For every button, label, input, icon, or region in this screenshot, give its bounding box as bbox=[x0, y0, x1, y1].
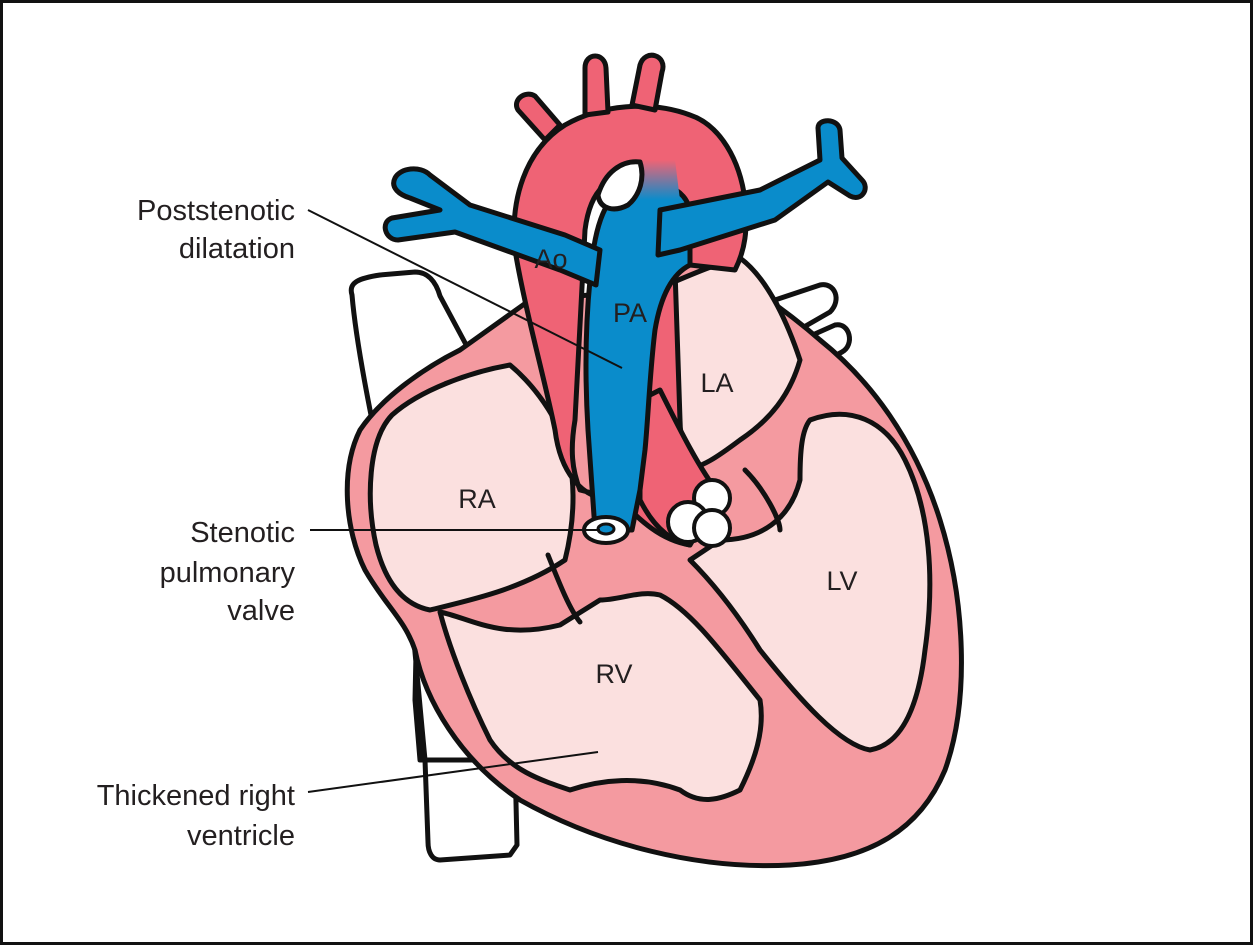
leader-thickened bbox=[307, 751, 599, 793]
aortic-branch-brachiocephalic bbox=[514, 91, 563, 143]
label-thickened-line2: ventricle bbox=[187, 820, 295, 852]
right-pulmonary-branch bbox=[655, 118, 868, 258]
label-poststenotic-line1: Poststenotic bbox=[137, 195, 295, 227]
label-stenotic-line3: valve bbox=[227, 595, 295, 627]
label-ra: RA bbox=[458, 484, 496, 514]
label-thickened-line1: Thickened right bbox=[97, 780, 295, 812]
label-poststenotic-line2: dilatation bbox=[179, 233, 295, 265]
label-lv: LV bbox=[826, 566, 857, 596]
label-stenotic-line2: pulmonary bbox=[160, 557, 296, 589]
mitral-chordae bbox=[742, 467, 783, 533]
left-ventricle-chamber bbox=[687, 411, 933, 753]
leader-poststenotic bbox=[307, 209, 623, 369]
label-pa: PA bbox=[613, 298, 647, 328]
label-ao: Ao bbox=[534, 244, 567, 274]
left-pulmonary-branch bbox=[382, 166, 603, 288]
aortic-branch-carotid bbox=[582, 53, 611, 118]
label-rv: RV bbox=[595, 659, 632, 689]
mitral-valve-leaflet-3 bbox=[692, 508, 732, 548]
label-la: LA bbox=[700, 368, 733, 398]
stenotic-valve-orifice bbox=[596, 522, 616, 536]
tricuspid-leaflet bbox=[545, 552, 583, 625]
aortic-branch-subclavian bbox=[629, 52, 666, 113]
aortic-arch-opening bbox=[595, 159, 645, 212]
label-stenotic-line1: Stenotic bbox=[190, 517, 295, 549]
ductus-region bbox=[640, 160, 680, 200]
right-ventricle-chamber bbox=[437, 591, 764, 802]
